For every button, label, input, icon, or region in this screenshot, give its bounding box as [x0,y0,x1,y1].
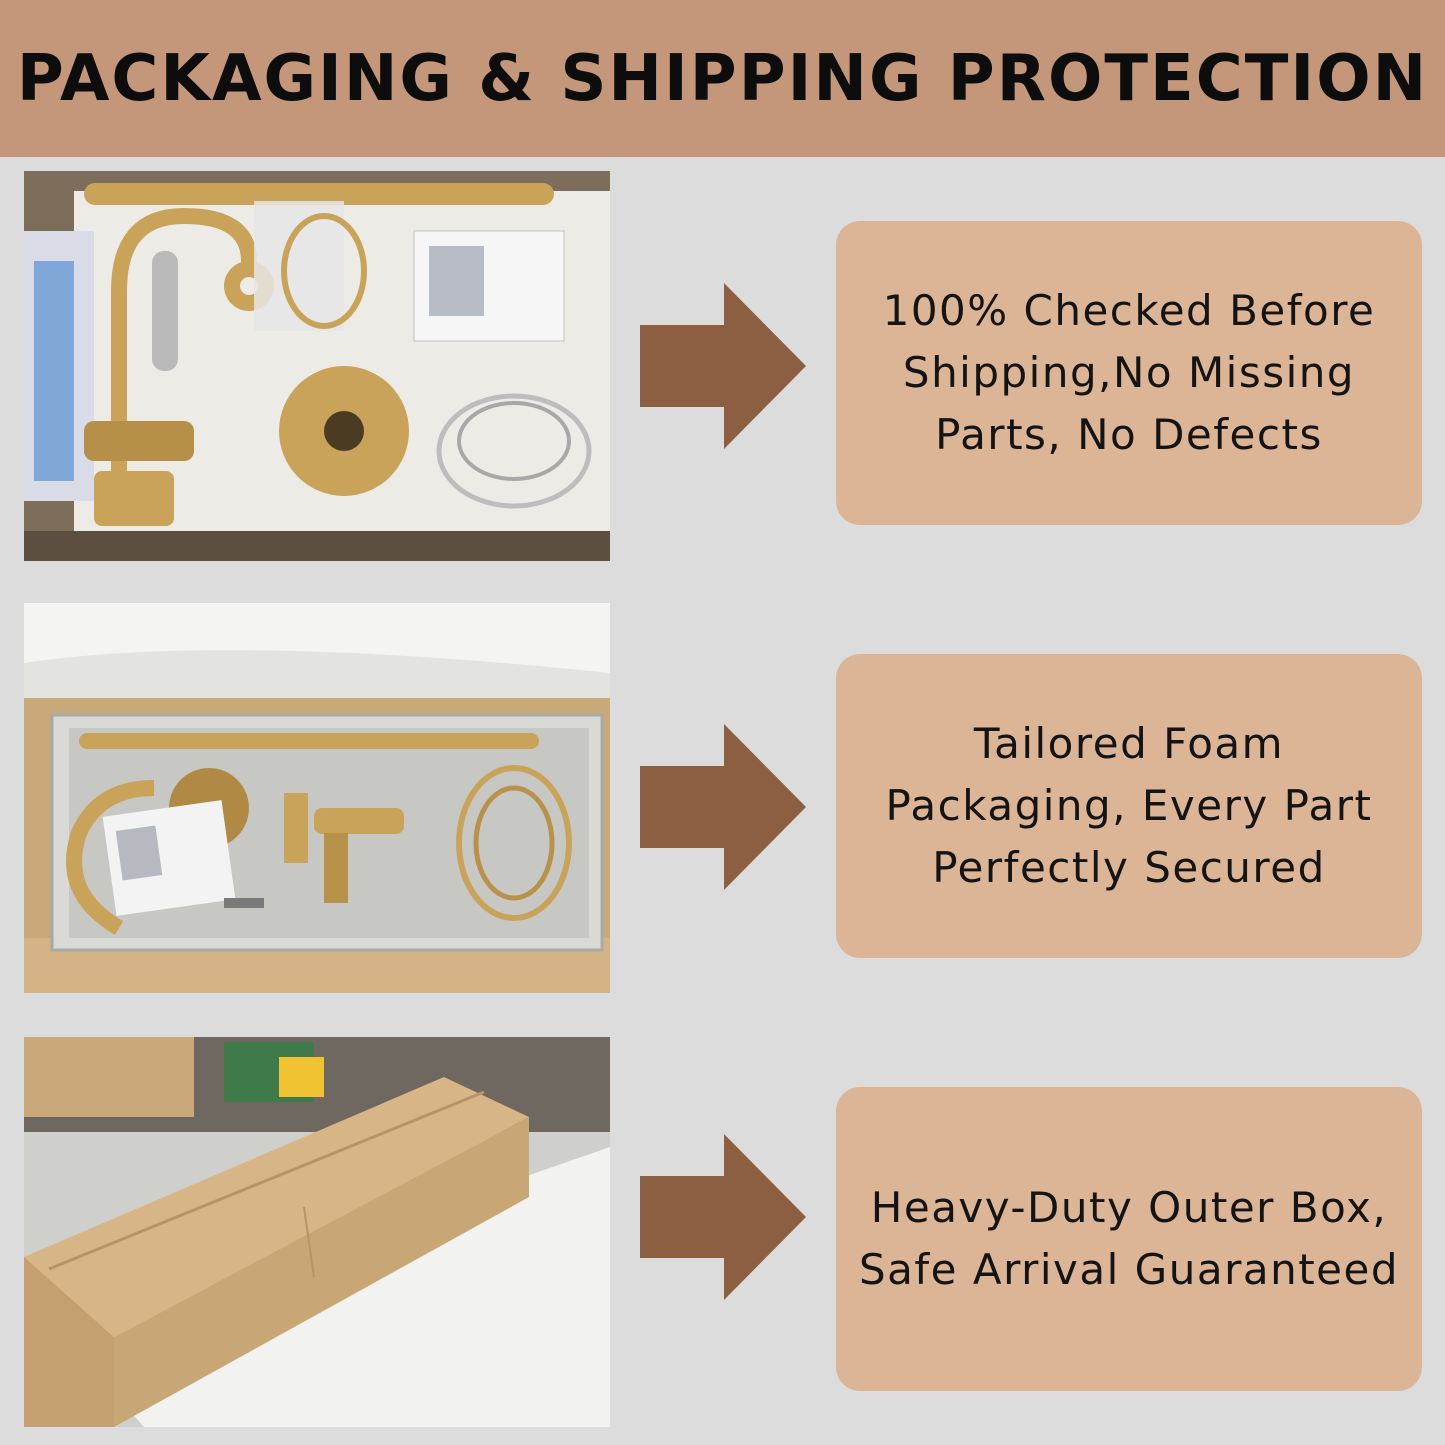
feature-text: Heavy-Duty Outer Box, Safe Arrival Guara… [859,1177,1399,1301]
feature-text-line: Shipping,No Missing [902,348,1356,397]
feature-row-inspection: 100% Checked Before Shipping,No Missing … [0,171,1445,563]
feature-text-line: Packaging, Every Part [885,781,1373,830]
feature-card-inspection: 100% Checked Before Shipping,No Missing … [836,221,1422,525]
feature-text-line: Heavy-Duty Outer Box, [870,1183,1388,1232]
photo-outer-box [24,1037,610,1427]
right-arrow-icon [640,283,806,449]
feature-row-foam: Tailored Foam Packaging, Every Part Perf… [0,603,1445,995]
page-title: PACKAGING & SHIPPING PROTECTION [16,41,1429,116]
foam-photo-illustration [24,603,610,993]
feature-text-line: Parts, No Defects [935,410,1323,459]
photo-parts-laid-out [24,171,610,561]
feature-text-line: 100% Checked Before [882,286,1376,335]
feature-card-foam: Tailored Foam Packaging, Every Part Perf… [836,654,1422,958]
feature-text-line: Perfectly Secured [932,843,1326,892]
feature-text: Tailored Foam Packaging, Every Part Perf… [885,713,1372,899]
right-arrow-icon [640,1134,806,1300]
feature-row-outer-box: Heavy-Duty Outer Box, Safe Arrival Guara… [0,1037,1445,1429]
right-arrow-icon [640,724,806,890]
parts-photo-illustration [24,171,610,561]
feature-text-line: Tailored Foam [973,719,1285,768]
photo-foam-packaging [24,603,610,993]
feature-text-line: Safe Arrival Guaranteed [858,1245,1400,1294]
banner-header: PACKAGING & SHIPPING PROTECTION [0,0,1445,157]
feature-text: 100% Checked Before Shipping,No Missing … [883,280,1376,466]
feature-card-outer-box: Heavy-Duty Outer Box, Safe Arrival Guara… [836,1087,1422,1391]
box-photo-illustration [24,1037,610,1427]
